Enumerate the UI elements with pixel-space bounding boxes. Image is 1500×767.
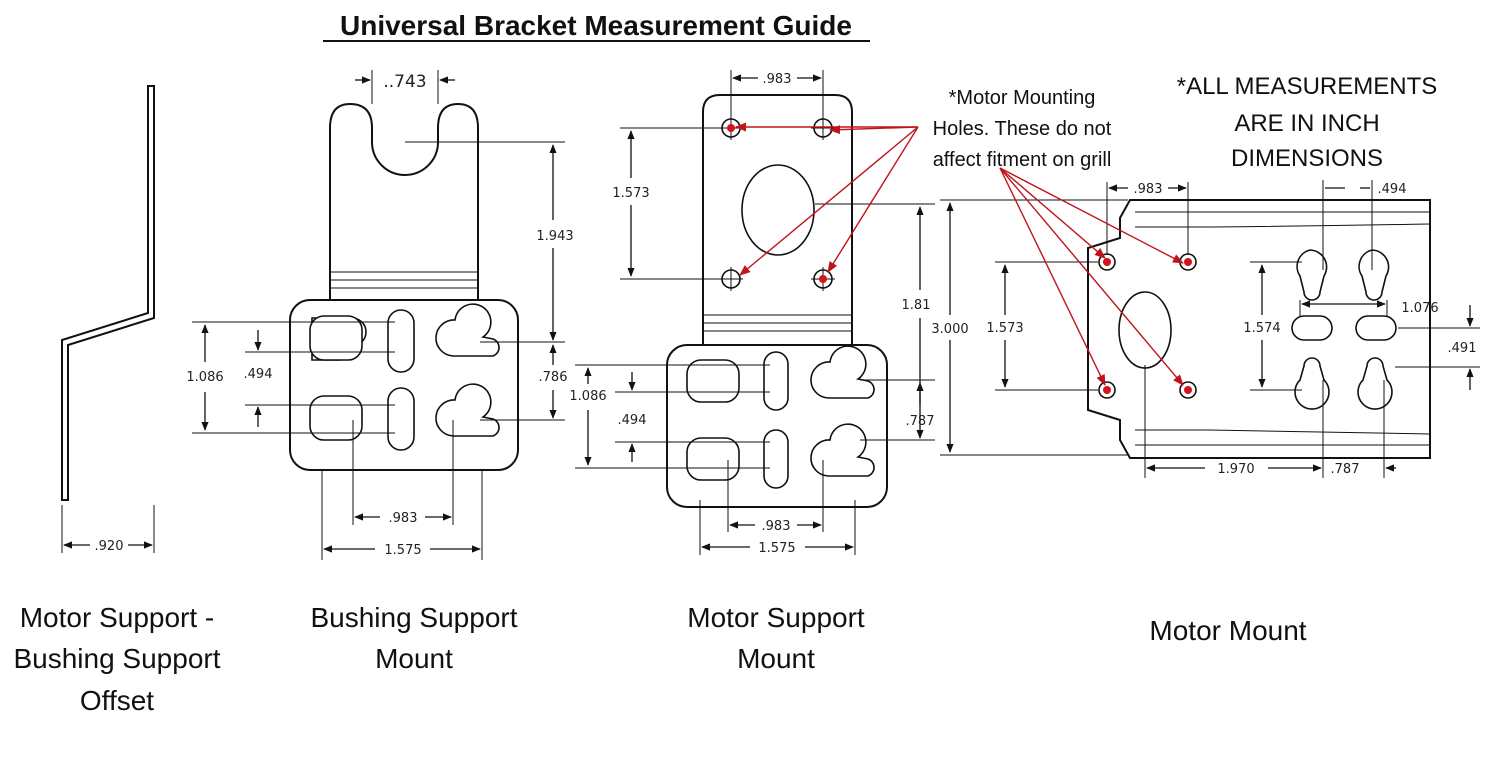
svg-text:Motor Support: Motor Support [687, 602, 865, 633]
caption-motor-support: Motor Support Mount [687, 602, 865, 674]
caption-offset: Motor Support - Bushing Support Offset [13, 602, 220, 716]
motor-holes-note: *Motor Mounting Holes. These do not affe… [933, 87, 1112, 171]
dim-bushing-total: 1.575 [384, 543, 421, 558]
dim-mm-vertical: 1.573 [986, 321, 1023, 336]
svg-text:Motor Support -: Motor Support - [20, 602, 215, 633]
dim-ms-outer: 1.086 [569, 389, 606, 404]
dim-bushing-height: 1.943 [536, 229, 573, 244]
dim-mm-top: .983 [1134, 182, 1163, 197]
svg-text:Bushing Support: Bushing Support [310, 602, 517, 633]
dim-ms-right: .787 [906, 414, 935, 429]
svg-text:*Motor Mounting: *Motor Mounting [949, 87, 1096, 109]
dim-ms-top: .983 [763, 72, 792, 87]
dim-bushing-right: .786 [539, 370, 568, 385]
dim-ms-inner: .494 [618, 413, 647, 428]
dim-bushing-outer: 1.086 [186, 370, 223, 385]
dim-mm-slot-vertical: 1.574 [1243, 321, 1280, 336]
units-note: *ALL MEASUREMENTS ARE IN INCH DIMENSIONS [1177, 73, 1438, 172]
svg-text:Bushing Support: Bushing Support [13, 643, 220, 674]
dim-mm-height: 3.000 [931, 322, 968, 337]
dim-ms-vertical: 1.573 [612, 186, 649, 201]
dim-mm-right: .491 [1448, 341, 1477, 356]
dim-offset-width: .920 [95, 539, 124, 554]
dim-bushing-slot: ..743 [383, 72, 426, 92]
svg-text:ARE IN INCH: ARE IN INCH [1234, 110, 1379, 137]
dim-mm-slot-spacing: 1.076 [1401, 301, 1438, 316]
motor-hole-callouts [734, 122, 1184, 387]
motor-mount: .983 .494 3.000 1.573 1.574 1.076 .491 [931, 180, 1480, 478]
caption-motor-mount: Motor Mount [1149, 615, 1306, 646]
svg-text:*ALL MEASUREMENTS: *ALL MEASUREMENTS [1177, 73, 1438, 100]
svg-text:DIMENSIONS: DIMENSIONS [1231, 145, 1383, 172]
dim-mm-bottom: 1.970 [1217, 462, 1254, 477]
svg-text:affect fitment on grill: affect fitment on grill [933, 149, 1112, 171]
dim-mm-bottom-right: .787 [1331, 462, 1360, 477]
motor-support-mount: .983 1.573 1.81 .787 1.086 .494 .983 [569, 70, 935, 556]
dim-bushing-inner: .494 [244, 367, 273, 382]
page-title: Universal Bracket Measurement Guide [340, 10, 852, 41]
dim-mm-top-right: .494 [1378, 182, 1407, 197]
dim-ms-height: 1.81 [902, 298, 931, 313]
svg-text:Offset: Offset [80, 685, 154, 716]
svg-text:Mount: Mount [737, 643, 815, 674]
dim-bushing-holes: .983 [389, 511, 418, 526]
offset-bracket-side-view: .920 [61, 85, 155, 554]
bushing-support-mount: ..743 1.943 .786 1.086 .494 .983 1.575 [186, 70, 574, 560]
dim-ms-holes: .983 [762, 519, 791, 534]
svg-text:Motor Mount: Motor Mount [1149, 615, 1306, 646]
caption-bushing: Bushing Support Mount [310, 602, 517, 674]
svg-text:Mount: Mount [375, 643, 453, 674]
svg-text:Holes. These do not: Holes. These do not [933, 118, 1112, 140]
dim-ms-total: 1.575 [758, 541, 795, 556]
